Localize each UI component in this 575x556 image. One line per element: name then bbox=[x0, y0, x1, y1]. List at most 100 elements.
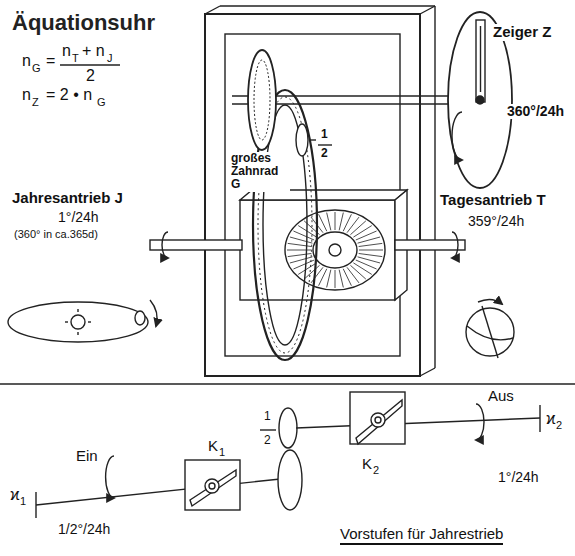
bevel-gear-teeth bbox=[335, 212, 336, 230]
earth-globe bbox=[466, 299, 514, 358]
input-shaft bbox=[36, 456, 290, 518]
output-shaft bbox=[476, 404, 484, 440]
formula-symbol: = bbox=[46, 52, 55, 70]
differential-cage bbox=[329, 244, 341, 256]
bevel-gear-teeth bbox=[327, 270, 331, 288]
earth-orbit bbox=[135, 311, 145, 325]
day-drive-shaft bbox=[395, 240, 465, 250]
year-drive-shaft bbox=[150, 240, 242, 250]
diagram-title: Äquationsuhr bbox=[12, 10, 155, 35]
half-ratio-pinion bbox=[318, 144, 332, 145]
bevel-gear-teeth bbox=[335, 270, 336, 288]
bevel-gear-teeth bbox=[347, 217, 359, 233]
formula-subscript: G bbox=[32, 62, 41, 74]
bevel-gear-teeth bbox=[353, 226, 371, 238]
coupling-k2 bbox=[375, 417, 381, 423]
direction-label: Ein bbox=[76, 448, 98, 465]
coupling-k1 bbox=[185, 460, 240, 510]
formula-subscript: T bbox=[72, 52, 79, 64]
coupling-k2 bbox=[350, 392, 405, 444]
differential-cage bbox=[285, 210, 385, 290]
reduction-gears bbox=[278, 450, 302, 510]
dial-disc bbox=[480, 26, 481, 92]
output-shaft bbox=[296, 404, 540, 440]
bevel-gear-teeth bbox=[298, 263, 316, 275]
bevel-gear-teeth bbox=[359, 243, 383, 246]
differential-cage bbox=[313, 232, 357, 268]
dial-disc bbox=[476, 96, 484, 104]
bevel-gear-teeth bbox=[358, 237, 381, 243]
housing-frame bbox=[434, 6, 435, 368]
reduction-gears bbox=[279, 408, 297, 448]
formula-subscript: J bbox=[107, 52, 113, 64]
coupling-k1 bbox=[205, 479, 219, 493]
part-label: K bbox=[208, 438, 218, 455]
bevel-gear-teeth bbox=[288, 243, 312, 246]
dial-disc bbox=[452, 112, 462, 160]
coupling-k2 bbox=[356, 400, 402, 444]
ratio-number: 1 bbox=[320, 128, 329, 141]
earth-orbit bbox=[150, 300, 157, 326]
earth-globe bbox=[482, 306, 498, 358]
part-label: K bbox=[362, 456, 372, 473]
formula-symbol: n bbox=[22, 52, 31, 70]
housing-frame bbox=[420, 6, 435, 14]
part-subscript: 2 bbox=[373, 464, 379, 476]
bevel-gear-teeth bbox=[339, 213, 343, 231]
offset-subscript: 1 bbox=[20, 495, 26, 507]
earth-orbit bbox=[8, 302, 148, 342]
offset-subscript: 2 bbox=[556, 419, 562, 431]
formula-symbol: + n bbox=[82, 42, 105, 60]
direction-label: Aus bbox=[488, 388, 514, 405]
bevel-gear-teeth bbox=[290, 257, 313, 263]
bevel-gear-teeth bbox=[304, 265, 319, 279]
bevel-gear-teeth bbox=[319, 214, 327, 231]
offset-symbol: ϰ bbox=[546, 410, 556, 428]
year-drive-shaft bbox=[162, 232, 168, 258]
earth-orbit bbox=[71, 315, 85, 329]
bevel-gear-teeth bbox=[359, 250, 383, 251]
earth-orbit bbox=[77, 309, 78, 312]
bevel-gear-teeth bbox=[339, 270, 343, 288]
part-subscript: 1 bbox=[219, 446, 225, 458]
housing-frame bbox=[220, 5, 435, 6]
separator-line bbox=[0, 383, 575, 384]
formula-subscript: Z bbox=[32, 96, 39, 108]
formula-symbol: n bbox=[22, 86, 31, 104]
bevel-gear-teeth bbox=[356, 260, 377, 269]
input-shaft bbox=[106, 456, 114, 498]
housing-frame bbox=[420, 368, 435, 376]
bevel-gear-teeth bbox=[350, 265, 365, 279]
input-shaft bbox=[36, 478, 290, 505]
ratio-number: 1 bbox=[264, 410, 271, 423]
upper-gear bbox=[248, 50, 276, 150]
coupling-k2 bbox=[371, 413, 385, 427]
input-shaft bbox=[35, 492, 36, 518]
housing-frame bbox=[205, 6, 435, 376]
reduction-gears bbox=[260, 429, 276, 430]
part-label: Jahresantrieb J bbox=[12, 190, 123, 207]
housing-frame bbox=[205, 14, 420, 376]
bevel-gear-teeth bbox=[353, 263, 371, 275]
title-box: Äquationsuhr bbox=[12, 10, 155, 36]
ratio-number: 2 bbox=[320, 147, 329, 160]
fraction-bar bbox=[60, 64, 120, 65]
formula-symbol: n bbox=[62, 42, 71, 60]
earth-globe bbox=[478, 299, 502, 304]
coupling-k1 bbox=[209, 483, 215, 489]
earth-orbit bbox=[8, 300, 157, 342]
dial-disc bbox=[476, 20, 485, 102]
bevel-gear-teeth bbox=[343, 269, 351, 286]
earth-orbit bbox=[65, 321, 68, 322]
upper-gear bbox=[254, 60, 270, 140]
bevel-gear-teeth bbox=[288, 253, 312, 256]
formula-subscript: G bbox=[97, 96, 106, 108]
upper-gear bbox=[248, 50, 276, 150]
bevel-gear-teeth bbox=[287, 212, 383, 288]
part-label: Tagesantrieb T bbox=[440, 192, 546, 209]
part-label: Zeiger Z bbox=[492, 24, 552, 41]
half-ratio-pinion bbox=[310, 139, 316, 140]
speed-label: 359°/24h bbox=[468, 214, 524, 229]
bevel-gear-teeth bbox=[350, 221, 365, 235]
offset-symbol: ϰ bbox=[10, 486, 20, 504]
